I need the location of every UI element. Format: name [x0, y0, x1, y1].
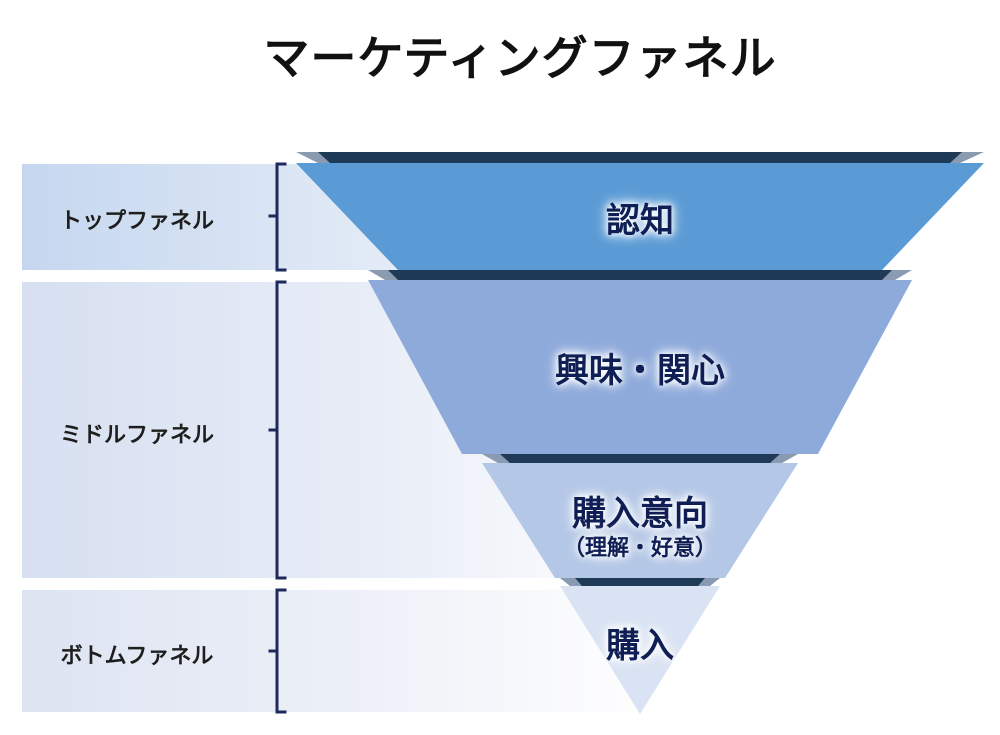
stage-label-purchase: 購入: [606, 626, 674, 666]
band-bottom: [22, 590, 662, 712]
funnel-stage-consideration: [482, 454, 798, 578]
level-label-bottom: ボトムファネル: [60, 644, 214, 669]
stage-label-interest: 興味・関心: [555, 351, 725, 391]
stage-label-consideration: 購入意向: [572, 494, 708, 534]
stage-label-awareness: 認知: [606, 201, 674, 241]
funnel-stage-purchase: [560, 578, 720, 714]
level-label-top: トップファネル: [59, 209, 214, 234]
diagram-title: マーケティングファネル: [263, 31, 777, 85]
funnel-stage-awareness: [296, 152, 984, 270]
bracket-middle: [268, 280, 287, 580]
stage-sublabel-consideration: （理解・好意）: [562, 536, 717, 561]
funnel-stage-interest: [368, 270, 912, 454]
bracket-bottom: [268, 588, 287, 714]
level-label-middle: ミドルファネル: [59, 423, 214, 448]
bracket-top: [268, 162, 287, 272]
